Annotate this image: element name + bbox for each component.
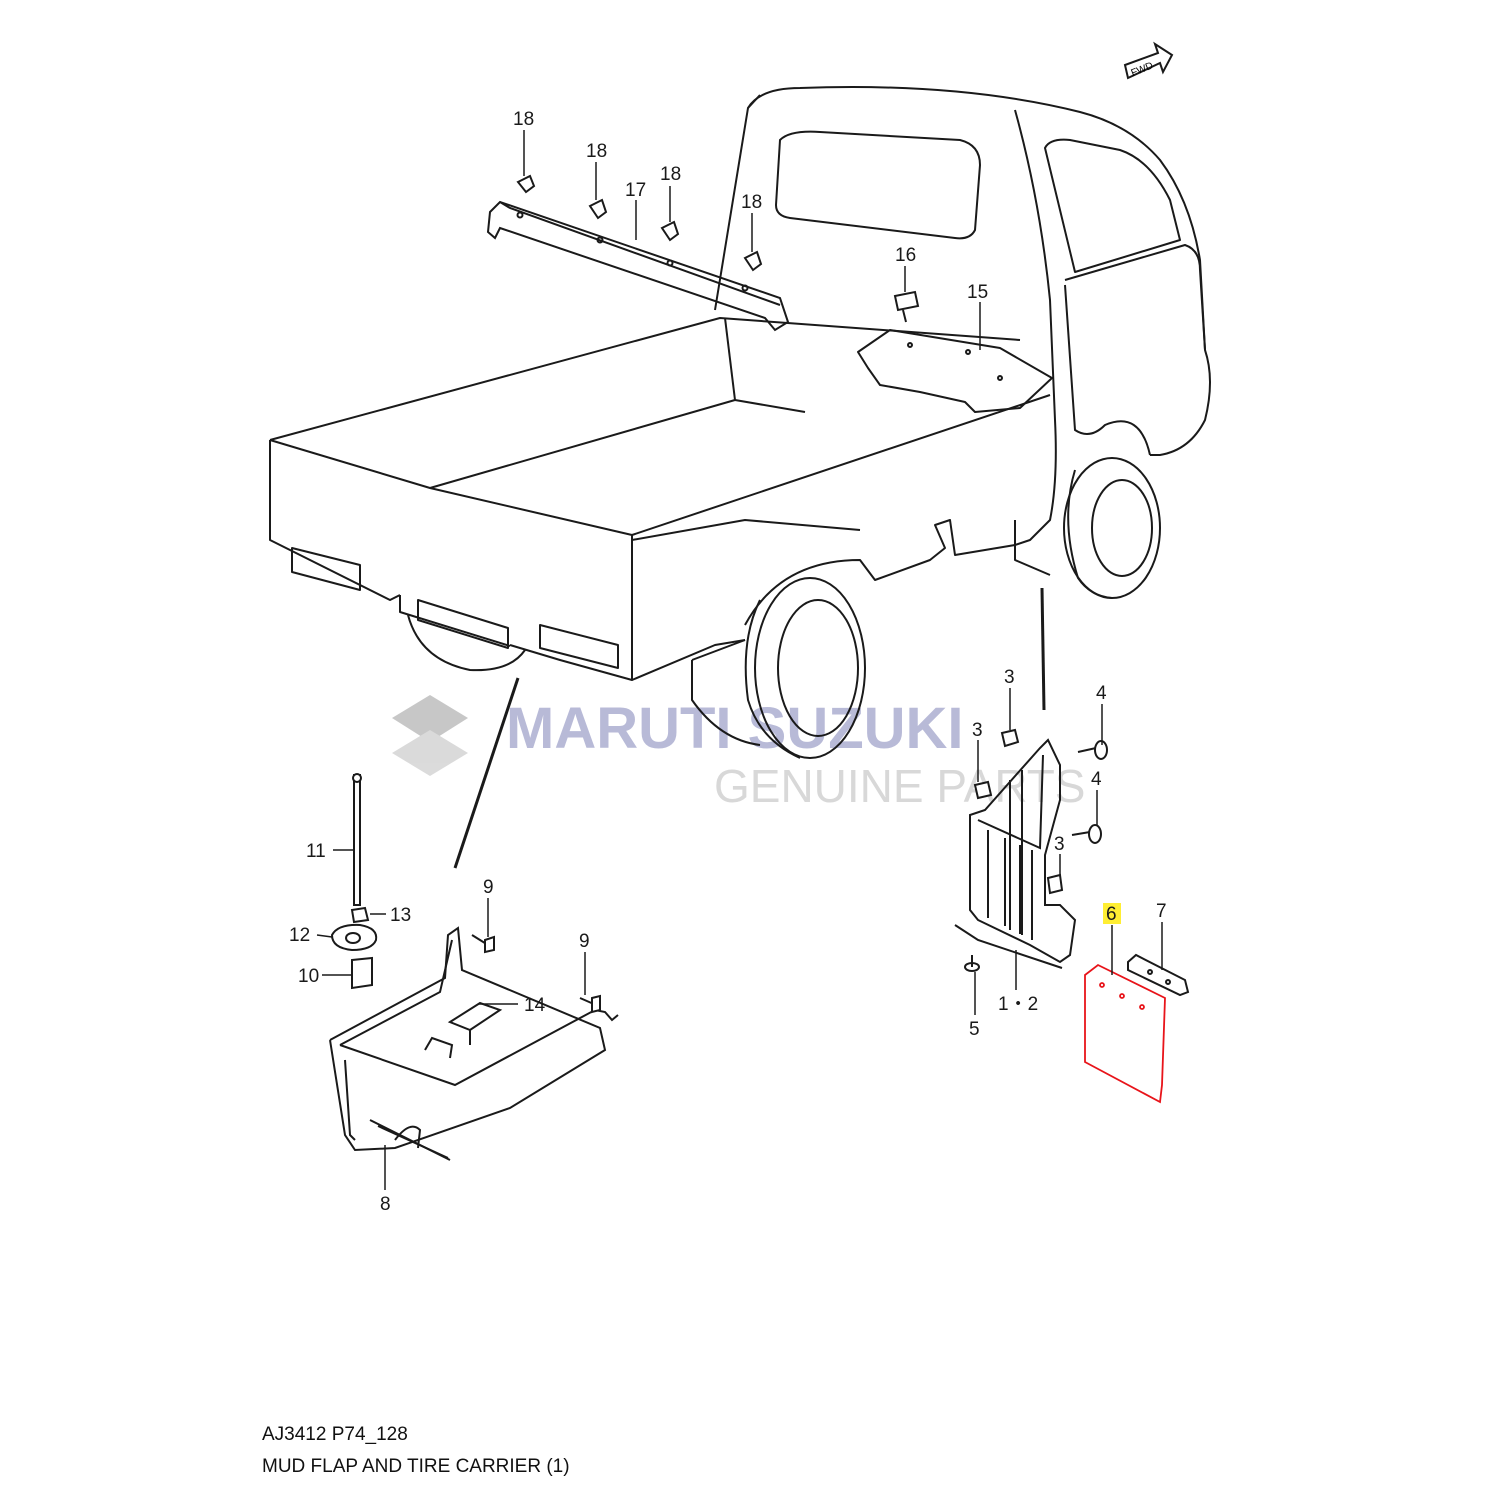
callout-4a: 4 — [1096, 683, 1107, 704]
callout-8: 8 — [380, 1194, 391, 1215]
watermark-line-1: MARUTI SUZUKI — [506, 696, 964, 761]
highlight-box — [1103, 903, 1121, 924]
callout-3b: 3 — [972, 720, 983, 741]
callout-9b: 9 — [579, 931, 590, 952]
callout-18a: 18 — [513, 109, 534, 130]
clip-fasteners — [516, 174, 920, 323]
callout-18b: 18 — [586, 141, 607, 162]
fwd-arrow-icon: FWD — [1123, 41, 1174, 80]
callout-5: 5 — [969, 1019, 980, 1040]
rear-rail-part — [486, 200, 790, 332]
watermark-line-2: GENUINE PARTS — [714, 760, 1085, 812]
callout-7: 7 — [1156, 901, 1167, 922]
screws — [964, 728, 1108, 972]
watermark: MARUTI SUZUKI GENUINE PARTS — [392, 695, 1085, 812]
callout-9a: 9 — [483, 877, 494, 898]
diagram-code: AJ3412 P74_128 — [262, 1424, 408, 1445]
callout-6: 6 — [1106, 904, 1117, 925]
mud-flap-part — [1084, 963, 1166, 1104]
callout-labels: 18 18 18 18 17 16 15 3 3 3 4 4 6 7 1・2 5… — [289, 109, 1167, 1215]
callout-3c: 3 — [1054, 834, 1065, 855]
truck-illustration — [269, 86, 1211, 759]
mud-guard-part — [954, 738, 1077, 969]
callout-1-2: 1・2 — [998, 994, 1038, 1015]
carrier-hardware — [330, 773, 601, 1045]
tire-carrier-part — [329, 926, 619, 1161]
callout-17: 17 — [625, 180, 646, 201]
callout-15: 15 — [967, 282, 988, 303]
callout-3a: 3 — [1004, 667, 1015, 688]
leader-lines — [316, 130, 1163, 1190]
mud-flap-bracket-part — [1127, 953, 1190, 997]
callout-14: 14 — [524, 995, 546, 1016]
diagram-title: MUD FLAP AND TIRE CARRIER (1) — [262, 1456, 570, 1477]
callout-16: 16 — [895, 245, 916, 266]
callout-4b: 4 — [1091, 769, 1102, 790]
callout-18c: 18 — [660, 164, 681, 185]
callout-13: 13 — [390, 905, 411, 926]
callout-18d: 18 — [741, 192, 762, 213]
suzuki-logo-icon — [392, 695, 468, 776]
callout-12: 12 — [289, 925, 310, 946]
callout-11: 11 — [306, 841, 326, 862]
callout-10: 10 — [298, 966, 319, 987]
